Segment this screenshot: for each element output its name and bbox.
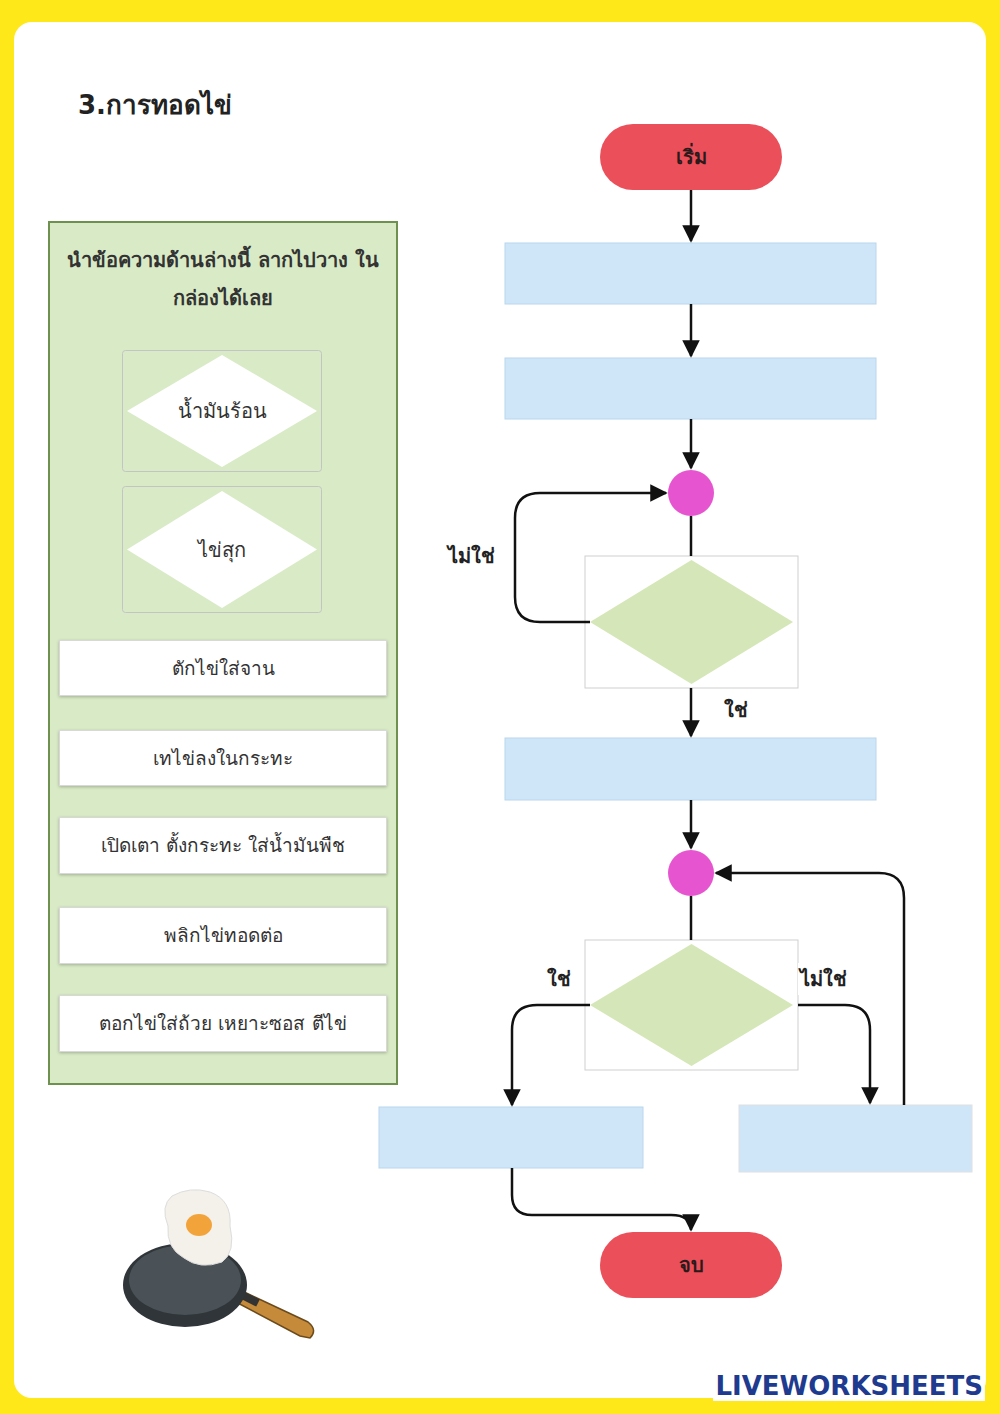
empty-process-box bbox=[505, 358, 876, 419]
node-text: เปิดเตา ตั้งกระทะ ใส่น้ำมันพืช bbox=[101, 833, 345, 858]
empty-process-box bbox=[739, 1105, 972, 1172]
flow-arrow bbox=[690, 190, 693, 241]
loop-arrow bbox=[716, 873, 904, 1105]
diamond-frame bbox=[123, 351, 322, 472]
process-box: ตักไข่ใส่จาน bbox=[59, 640, 387, 696]
start-terminal: เริ่ม bbox=[600, 124, 782, 190]
branch-label: ไม่ใช่ bbox=[798, 963, 849, 995]
decision-diamond: ไข่สุก bbox=[122, 486, 322, 613]
process-box: เทไข่ลงในกระทะ bbox=[59, 730, 387, 786]
card bbox=[14, 22, 986, 1398]
watermark: LIVEWORKSHEETS bbox=[713, 1371, 985, 1401]
decision-diamond-shape bbox=[127, 355, 317, 467]
panel-heading: นำข้อความด้านล่างนี้ ลากไปวาง ในกล่องได้… bbox=[64, 241, 382, 317]
empty-decision-diamond bbox=[590, 944, 793, 1066]
empty-process-box bbox=[505, 243, 876, 304]
flowchart bbox=[379, 190, 972, 1230]
decision-frame bbox=[585, 556, 798, 688]
connector-dot bbox=[668, 470, 714, 516]
empty-decision-diamond bbox=[590, 560, 793, 684]
end-terminal: จบ bbox=[600, 1232, 782, 1298]
node-text: ตอกไข่ใส่ถ้วย เหยาะซอส ตีไข่ bbox=[99, 1011, 346, 1036]
frying-pan-illustration bbox=[123, 1190, 314, 1338]
node-text: เริ่ม bbox=[676, 144, 707, 170]
decision-diamond: น้ำมันร้อน bbox=[122, 350, 322, 472]
branch-label: ใช่ bbox=[545, 963, 573, 995]
branch-label: ใช่ bbox=[722, 694, 750, 726]
flow-arrow bbox=[690, 800, 693, 848]
flow-arrow bbox=[690, 419, 693, 468]
node-text: น้ำมันร้อน bbox=[178, 398, 267, 424]
decision-frame bbox=[585, 940, 798, 1070]
flow-arrow bbox=[512, 1005, 590, 1105]
instruction-panel: นำข้อความด้านล่างนี้ ลากไปวาง ในกล่องได้… bbox=[48, 221, 398, 1085]
process-box: เปิดเตา ตั้งกระทะ ใส่น้ำมันพืช bbox=[59, 817, 387, 874]
terminal-shape bbox=[600, 1232, 782, 1298]
empty-process-box bbox=[505, 738, 876, 800]
flow-line bbox=[690, 896, 693, 940]
flow-arrow bbox=[512, 1168, 691, 1230]
process-box: ตอกไข่ใส่ถ้วย เหยาะซอส ตีไข่ bbox=[59, 995, 387, 1052]
decision-diamond-shape bbox=[127, 491, 317, 608]
loop-arrow bbox=[515, 493, 666, 622]
diamond-frame bbox=[123, 487, 322, 613]
empty-process-box bbox=[379, 1107, 643, 1168]
branch-label: ไม่ใช่ bbox=[446, 540, 497, 572]
connector-dot bbox=[668, 850, 714, 896]
terminal-shape bbox=[600, 124, 782, 190]
node-text: ไข่สุก bbox=[198, 537, 246, 563]
node-text: พลิกไข่ทอดต่อ bbox=[164, 923, 283, 948]
flow-arrow bbox=[690, 304, 693, 356]
node-text: เทไข่ลงในกระทะ bbox=[153, 746, 293, 771]
process-box: พลิกไข่ทอดต่อ bbox=[59, 907, 387, 964]
flow-arrow bbox=[798, 1005, 870, 1103]
node-text: จบ bbox=[679, 1252, 704, 1278]
title: 3.การทอดไข่ bbox=[78, 84, 232, 125]
flow-arrow bbox=[690, 688, 693, 736]
flow-line bbox=[690, 516, 693, 556]
node-text: ตักไข่ใส่จาน bbox=[172, 656, 275, 681]
